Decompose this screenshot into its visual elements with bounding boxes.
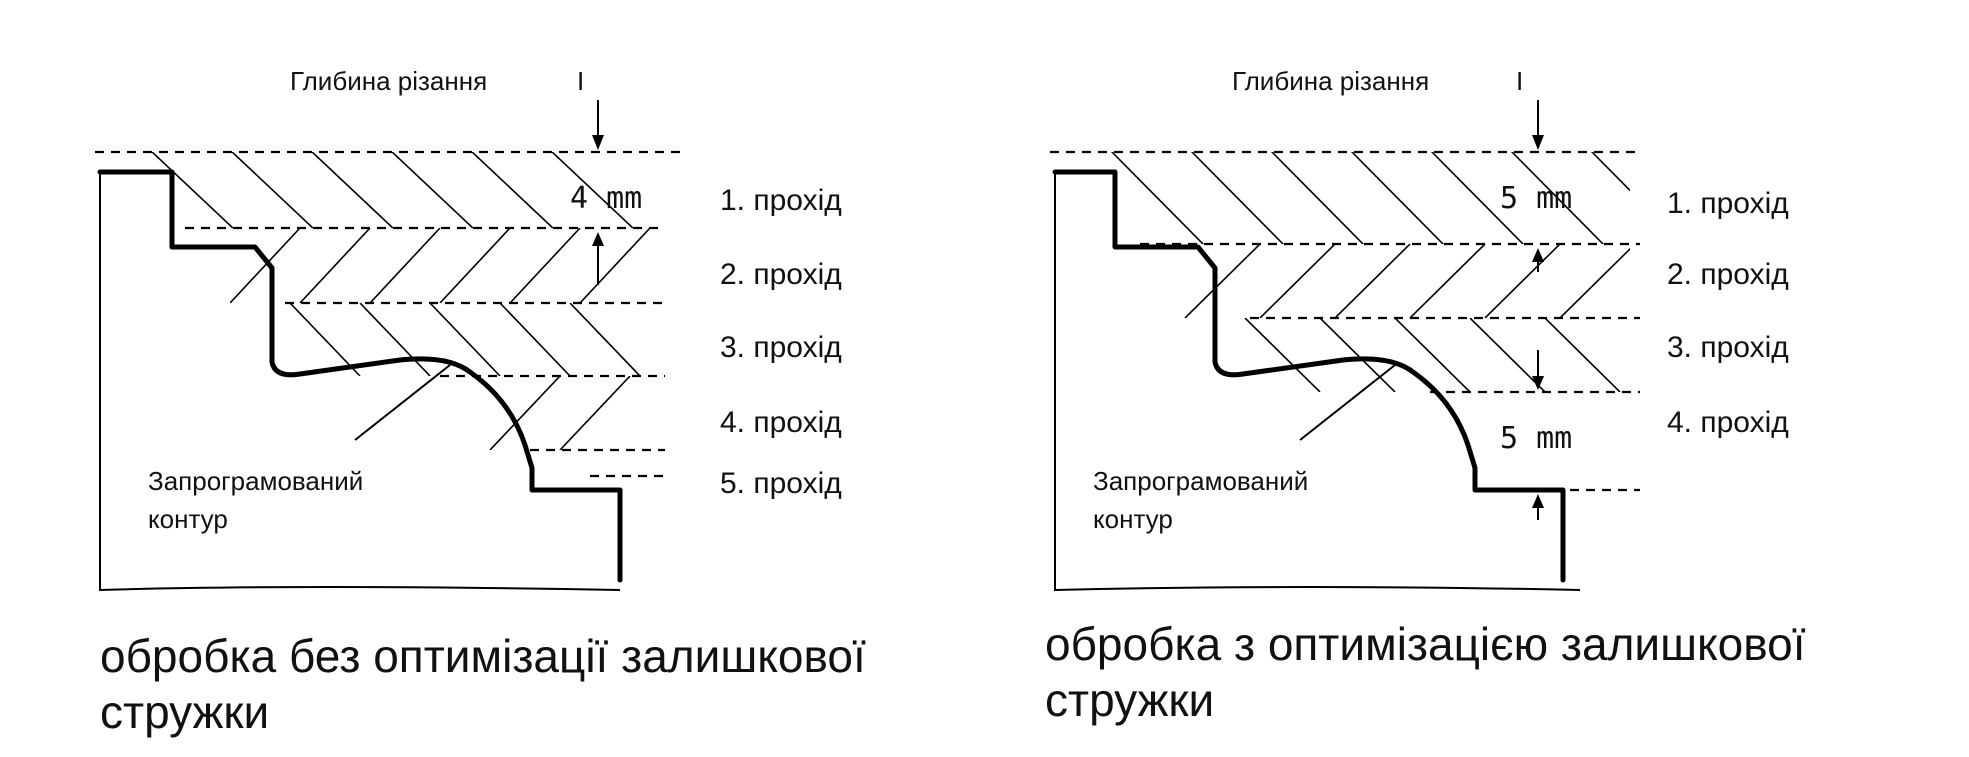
right-hatching	[1110, 152, 1630, 392]
left-hatching	[150, 152, 651, 450]
left-depth-label: Глибина різання	[290, 66, 487, 96]
left-contour-leader	[354, 364, 451, 441]
right-contour-label-1: Запрограмований	[1093, 466, 1308, 496]
right-depth-marker: I	[1516, 66, 1523, 96]
left-dimension: 4 mm	[570, 181, 642, 216]
left-pass-2: 2. прохід	[720, 258, 842, 291]
left-programmed-contour	[97, 169, 623, 583]
right-caption-line-1: обробка з оптимізацією залишкової	[1045, 618, 1806, 670]
left-depth-marker: I	[577, 66, 584, 96]
left-contour-label-1: Запрограмований	[148, 466, 363, 496]
right-depth-arrowhead-mid	[1532, 248, 1544, 262]
left-pass-1: 1. прохід	[720, 184, 842, 217]
left-pass-4: 4. прохід	[720, 406, 842, 439]
right-caption-line-2: стружки	[1045, 674, 1214, 726]
right-programmed-contour	[1052, 169, 1566, 583]
right-depth-label: Глибина різання	[1232, 66, 1429, 96]
left-workpiece-outline	[99, 172, 621, 592]
right-pass-1: 1. прохід	[1667, 187, 1789, 220]
left-contour-label-2: контур	[148, 504, 228, 534]
right-depth-arrowhead-bottom	[1532, 494, 1544, 508]
right-pass-2: 2. прохід	[1667, 258, 1789, 291]
right-dimension-bottom: 5 mm	[1500, 421, 1572, 456]
right-depth-arrowhead-lower	[1532, 376, 1544, 390]
right-pass-3: 3. прохід	[1667, 331, 1789, 364]
right-dimension-top: 5 mm	[1500, 181, 1572, 216]
right-depth-arrowhead-top	[1532, 135, 1544, 150]
left-depth-arrowhead-top	[592, 135, 604, 150]
left-pass-3: 3. прохід	[720, 331, 842, 364]
left-caption-line-2: стружки	[100, 686, 269, 738]
right-diagram: Глибина різання I 5 mm 5 mm 1. прохід 2.…	[1045, 66, 1806, 726]
right-workpiece-outline	[1054, 172, 1581, 592]
right-contour-label-2: контур	[1093, 504, 1173, 534]
left-pass-5: 5. прохід	[720, 467, 842, 500]
left-depth-arrowhead-bottom	[592, 232, 604, 246]
left-diagram: Глибина різання I 4 mm 1. прохід 2. прох…	[95, 66, 866, 738]
right-contour-leader	[1299, 364, 1396, 441]
left-caption-line-1: обробка без оптимізації залишкової	[100, 630, 866, 682]
right-pass-4: 4. прохід	[1667, 406, 1789, 439]
